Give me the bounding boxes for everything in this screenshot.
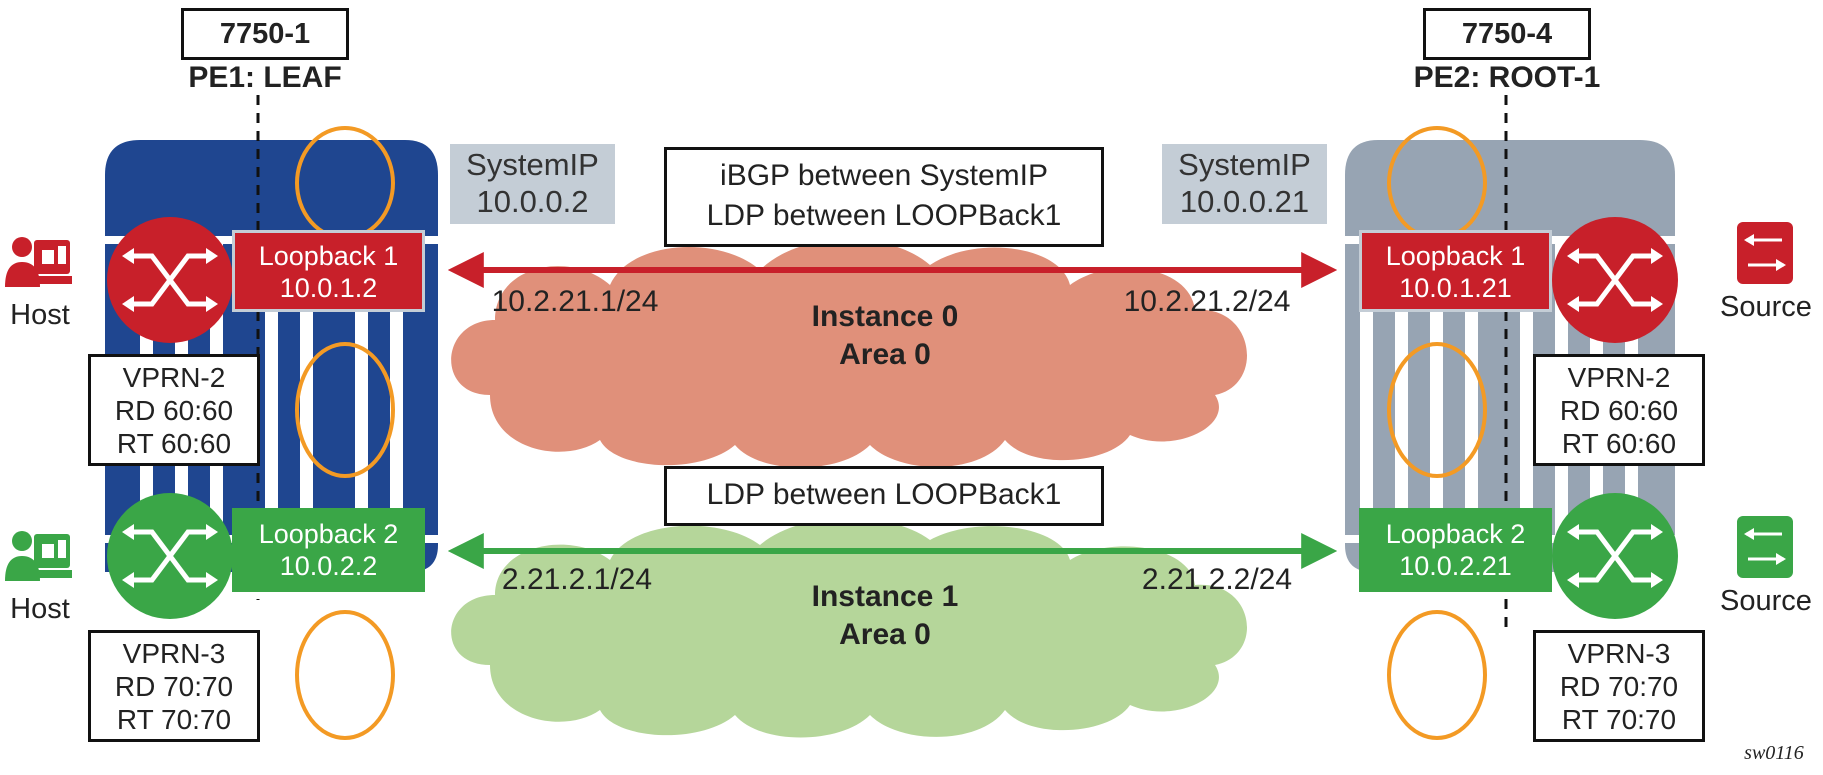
right-loopback1: Loopback 1 10.0.1.21 [1359, 230, 1552, 312]
right-loopback1-name: Loopback 1 [1385, 241, 1526, 271]
host-bottom-label: Host [10, 593, 70, 625]
right-green-router-icon [1552, 493, 1678, 619]
right-router-role: PE2: ROOT-1 [1413, 61, 1601, 94]
protocol-box-top: iBGP between SystemIP LDP between LOOPBa… [664, 147, 1104, 247]
left-systemip-box: SystemIP 10.0.0.2 [450, 144, 615, 224]
red-link-right-ip: 10.2.21.2/24 [1123, 285, 1291, 318]
left-systemip-label: SystemIP [466, 147, 599, 182]
right-loopback1-ip: 10.0.1.21 [1399, 273, 1512, 303]
protocol-top-line1: iBGP between SystemIP [720, 159, 1048, 192]
cloud-instance0 [451, 239, 1248, 468]
source-bottom-icon [1737, 516, 1793, 578]
left-systemip-address: 10.0.0.2 [476, 184, 589, 219]
right-vprn3-rd: RD 70:70 [1559, 671, 1679, 702]
right-router-name: 7750-4 [1423, 8, 1591, 60]
left-vprn3-rd: RD 70:70 [114, 671, 234, 702]
left-loopback2-ip: 10.0.2.2 [279, 551, 378, 581]
right-red-router-icon [1552, 217, 1678, 343]
cloud-instance1 [451, 518, 1248, 738]
orange-ellipses [295, 126, 1487, 740]
cloud-instance0-line1: Instance 0 [811, 300, 959, 333]
left-loopback2: Loopback 2 10.0.2.2 [232, 508, 425, 592]
source-top-icon [1737, 222, 1793, 284]
right-loopback2-name: Loopback 2 [1385, 519, 1526, 549]
cloud-instance1-line1: Instance 1 [811, 580, 959, 613]
cloud-instance0-line2: Area 0 [839, 338, 931, 371]
left-green-router-icon [107, 493, 233, 619]
green-link-left-ip: 2.21.2.1/24 [501, 563, 653, 596]
host-top-label: Host [10, 299, 70, 331]
cloud-instance0-label: Instance 0 Area 0 [760, 298, 1010, 374]
left-vprn3-name: VPRN-3 [122, 638, 226, 669]
right-loopback2-ip: 10.0.2.21 [1399, 551, 1512, 581]
left-loopback2-name: Loopback 2 [258, 519, 399, 549]
right-vprn2-box: VPRN-2 RD 60:60 RT 60:60 [1533, 354, 1705, 466]
right-systemip-label: SystemIP [1178, 147, 1311, 182]
left-ellipse-bottom [295, 610, 395, 740]
right-vprn3-name: VPRN-3 [1567, 638, 1671, 669]
green-link-right-ip: 2.21.2.2/24 [1141, 563, 1293, 596]
right-systemip-address: 10.0.0.21 [1179, 184, 1310, 219]
left-vprn2-rt: RT 60:60 [116, 428, 232, 459]
host-bottom-icon [5, 531, 72, 581]
right-vprn2-rd: RD 60:60 [1559, 395, 1679, 426]
left-vprn2-name: VPRN-2 [122, 362, 226, 393]
left-vprn3-box: VPRN-3 RD 70:70 RT 70:70 [88, 630, 260, 742]
left-router-name: 7750-1 [181, 8, 349, 60]
protocol-box-bottom: LDP between LOOPBack1 [664, 466, 1104, 526]
right-loopback2: Loopback 2 10.0.2.21 [1359, 508, 1552, 592]
host-top-icon [5, 237, 72, 287]
left-router-role: PE1: LEAF [188, 61, 342, 94]
cloud-instance1-line2: Area 0 [839, 618, 931, 651]
left-loopback1: Loopback 1 10.0.1.2 [232, 230, 425, 312]
left-vprn3-rt: RT 70:70 [116, 704, 232, 735]
right-vprn3-rt: RT 70:70 [1561, 704, 1677, 735]
right-ellipse-bottom [1387, 610, 1487, 740]
source-top-label: Source [1720, 291, 1812, 323]
right-systemip-box: SystemIP 10.0.0.21 [1162, 144, 1327, 224]
left-red-router-icon [107, 217, 233, 343]
left-loopback1-ip: 10.0.1.2 [279, 273, 378, 303]
left-loopback1-name: Loopback 1 [258, 241, 399, 271]
right-vprn2-name: VPRN-2 [1567, 362, 1671, 393]
figure-id: sw0116 [1744, 742, 1804, 764]
left-vprn2-rd: RD 60:60 [114, 395, 234, 426]
source-bottom-label: Source [1720, 585, 1812, 617]
left-vprn2-box: VPRN-2 RD 60:60 RT 60:60 [88, 354, 260, 466]
left-ellipse-middle [295, 342, 395, 478]
cloud-instance1-label: Instance 1 Area 0 [760, 578, 1010, 654]
right-vprn2-rt: RT 60:60 [1561, 428, 1677, 459]
red-link-left-ip: 10.2.21.1/24 [491, 285, 659, 318]
protocol-top-line2: LDP between LOOPBack1 [706, 199, 1062, 232]
right-ellipse-middle [1387, 342, 1487, 478]
right-vprn3-box: VPRN-3 RD 70:70 RT 70:70 [1533, 630, 1705, 742]
